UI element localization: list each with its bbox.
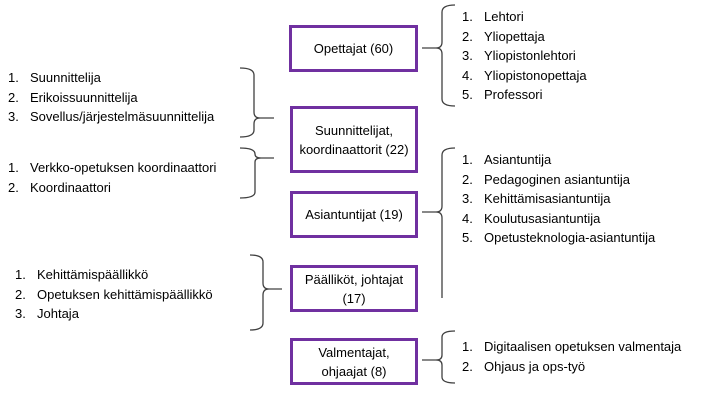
list-item-label: Koulutusasiantuntija: [484, 210, 601, 226]
list-item-label: Lehtori: [484, 9, 524, 24]
box-opettajat: Opettajat (60): [289, 25, 418, 72]
box-label: Valmentajat, ohjaajat (8): [318, 344, 390, 379]
list-number: 5.: [462, 230, 473, 246]
list-number: 2.: [8, 89, 19, 105]
list-number: 2.: [462, 358, 473, 374]
list-opettajat: 1. Lehtori 2. Yliopettaja 3. Yliopistonlehtor…: [462, 7, 587, 105]
list-number: 1.: [15, 267, 26, 282]
list-item-label: Opetuksen kehittämispäällikkö: [37, 286, 213, 302]
list-item: 2. Opetuksen kehittämispäällikkö: [15, 285, 213, 305]
list-item-label: Yliopistonopettaja: [484, 67, 587, 83]
box-suunnittelijat: Suunnittelijat, koordinaattorit (22): [290, 106, 418, 173]
list-item-label: Yliopistonlehtori: [484, 48, 576, 64]
list-item: 1. Digitaalisen opetuksen valmentaja: [462, 337, 681, 357]
list-number: 4.: [462, 210, 473, 226]
list-item: 1. Lehtori: [462, 7, 587, 27]
list-item: 1. Verkko-opetuksen koordinaattori: [8, 158, 216, 178]
list-number: 2.: [462, 171, 473, 187]
list-item: 1. Suunnittelija: [8, 68, 214, 88]
list-item-label: Professori: [484, 87, 543, 103]
list-item: 4. Yliopistonopettaja: [462, 66, 587, 86]
list-valmentajat: 1. Digitaalisen opetuksen valmentaja 2. Ohj…: [462, 337, 681, 376]
list-item: 2. Koordinaattori: [8, 178, 216, 198]
list-item: 3. Sovellus/järjestelmäsuunnittelija: [8, 107, 214, 127]
box-asiantuntijat: Asiantuntijat (19): [290, 191, 418, 238]
list-suunnittelijat: 1. Suunnittelija 2. Erikoissuunnittelija 3. S…: [8, 68, 214, 127]
list-item: 5. Professori: [462, 85, 587, 105]
list-number: 3.: [8, 109, 19, 125]
box-label: Suunnittelijat, koordinaattorit (22): [299, 122, 409, 157]
list-number: 1.: [8, 70, 19, 85]
box-paalliköt: Päälliköt, johtajat (17): [290, 265, 418, 312]
list-item-label: Suunnittelija: [30, 70, 101, 85]
list-item: 4. Koulutusasiantuntija: [462, 209, 655, 229]
list-item-label: Kehittämisasiantuntija: [484, 191, 611, 207]
box-label: Päälliköt, johtajat (17): [304, 271, 404, 306]
list-item: 2. Ohjaus ja ops-työ: [462, 357, 681, 377]
list-item-label: Johtaja: [37, 306, 79, 322]
list-item: 3. Yliopistonlehtori: [462, 46, 587, 66]
list-item-label: Erikoissuunnittelija: [30, 89, 138, 105]
list-number: 2.: [15, 286, 26, 302]
list-item: 2. Pedagoginen asiantuntija: [462, 170, 655, 190]
brace-valmentajat: [422, 330, 456, 384]
brace-paalliköt: [249, 254, 282, 331]
list-item-label: Verkko-opetuksen koordinaattori: [30, 160, 217, 175]
list-number: 2.: [462, 28, 473, 44]
list-item: 3. Kehittämisasiantuntija: [462, 189, 655, 209]
list-number: 2.: [8, 179, 19, 195]
list-item-label: Digitaalisen opetuksen valmentaja: [484, 339, 682, 354]
list-item: 3. Johtaja: [15, 304, 213, 324]
list-number: 1.: [8, 160, 19, 175]
brace-suunnittelijat-a: [239, 67, 274, 138]
list-item: 5. Opetusteknologia-asiantuntija: [462, 228, 655, 248]
list-paalliköt: 1. Kehittämispäällikkö 2. Opetuksen kehittä…: [15, 265, 213, 324]
list-item-label: Yliopettaja: [484, 28, 545, 44]
box-label: Asiantuntijat (19): [305, 207, 403, 222]
list-number: 1.: [462, 339, 473, 354]
list-item-label: Sovellus/järjestelmäsuunnittelija: [30, 109, 215, 125]
list-item: 2. Yliopettaja: [462, 27, 587, 47]
list-item-label: Ohjaus ja ops-työ: [484, 358, 586, 374]
list-item: 1. Asiantuntija: [462, 150, 655, 170]
list-number: 4.: [462, 67, 473, 83]
list-item: 1. Kehittämispäällikkö: [15, 265, 213, 285]
list-number: 3.: [462, 48, 473, 64]
list-item-label: Pedagoginen asiantuntija: [484, 171, 631, 187]
box-label: Opettajat (60): [313, 41, 394, 56]
list-item-label: Koordinaattori: [30, 179, 111, 195]
brace-asiantuntijat: [422, 147, 456, 298]
brace-suunnittelijat-b: [239, 147, 274, 199]
list-number: 1.: [462, 9, 473, 24]
list-item-label: Asiantuntija: [484, 152, 552, 167]
list-number: 5.: [462, 87, 473, 103]
list-asiantuntijat: 1. Asiantuntija 2. Pedagoginen asiantuntija…: [462, 150, 655, 248]
list-number: 3.: [462, 191, 473, 207]
box-valmentajat: Valmentajat, ohjaajat (8): [290, 338, 418, 385]
list-number: 1.: [462, 152, 473, 167]
list-item-label: Opetusteknologia-asiantuntija: [484, 230, 656, 246]
list-number: 3.: [15, 306, 26, 322]
list-koordinaattorit: 1. Verkko-opetuksen koordinaattori 2. Koord…: [8, 158, 216, 197]
list-item: 2. Erikoissuunnittelija: [8, 88, 214, 108]
brace-opettajat: [422, 4, 456, 107]
list-item-label: Kehittämispäällikkö: [37, 267, 149, 282]
